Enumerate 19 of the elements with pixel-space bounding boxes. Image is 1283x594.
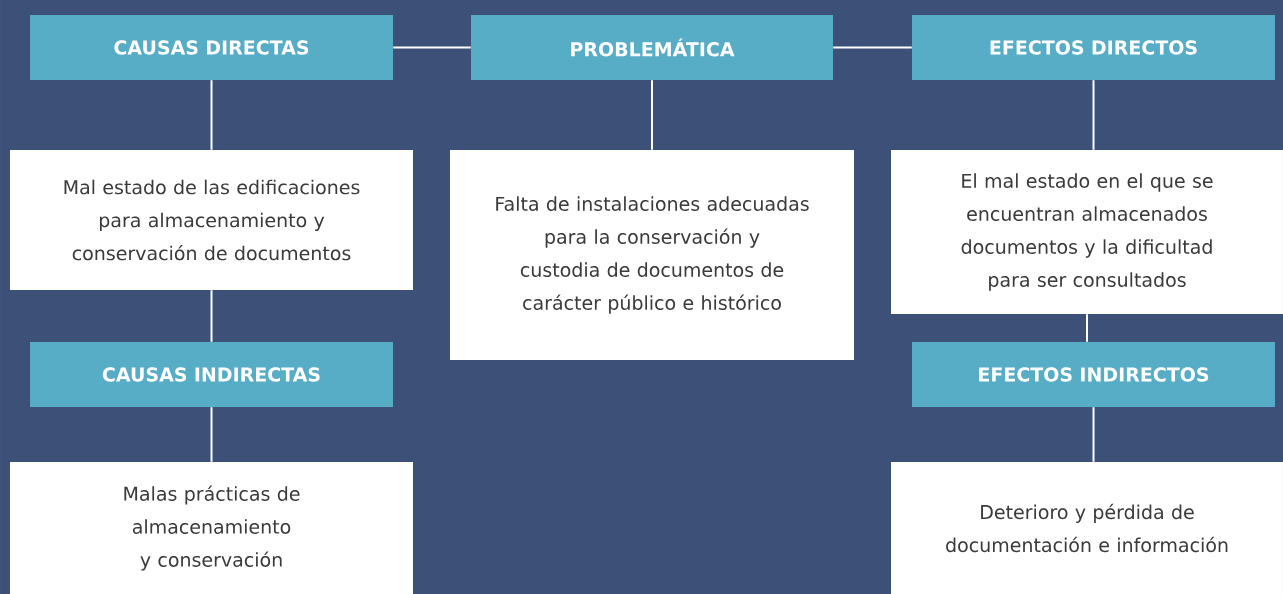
text-box: El mal estado en el que se encuentran almacenados documentos y la dificultad para ser consultados xyxy=(891,150,1283,314)
text-box: Mal estado de las edificaciones para almacenamiento y conservación de documentos xyxy=(10,150,413,290)
header-box: EFECTOS INDIRECTOS xyxy=(912,342,1275,407)
connector-line xyxy=(392,46,472,49)
text-box: Malas prácticas de almacenamiento y conservación xyxy=(10,462,413,594)
header-box: PROBLEMÁTICA xyxy=(471,15,833,80)
text-box: Deterioro y pérdida de documentación e información xyxy=(891,462,1283,594)
header-box: EFECTOS DIRECTOS xyxy=(912,15,1275,80)
connector-line xyxy=(1092,79,1095,151)
connector-line xyxy=(210,79,213,151)
connector-line xyxy=(1092,406,1095,463)
text-box: Falta de instalaciones adecuadas para la conservación y custodia de documentos de carácter público e histórico xyxy=(450,150,854,360)
header-box: CAUSAS DIRECTAS xyxy=(30,15,393,80)
connector-line xyxy=(210,406,213,463)
connector-line xyxy=(1086,313,1088,343)
connector-line xyxy=(832,46,913,49)
connector-line xyxy=(210,289,213,343)
connector-line xyxy=(651,79,653,151)
header-box: CAUSAS INDIRECTAS xyxy=(30,342,393,407)
